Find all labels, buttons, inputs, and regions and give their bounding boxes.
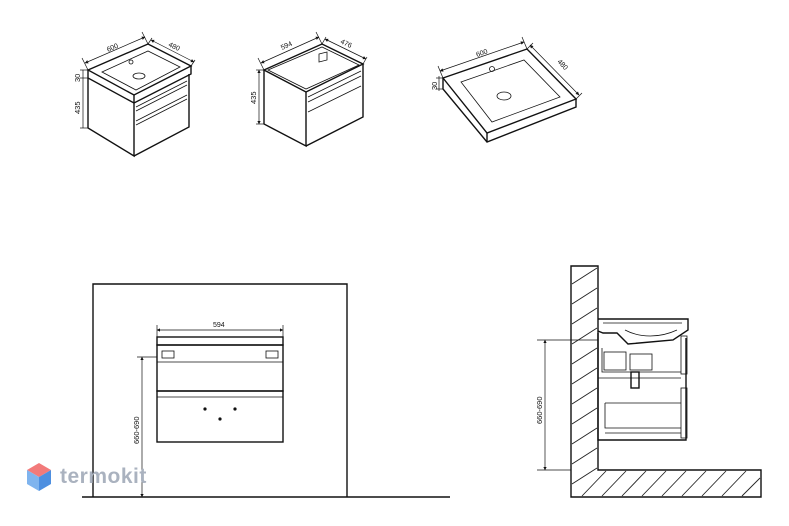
iso-basin-view: 600 480 30 bbox=[430, 36, 583, 143]
iso-vanity-top-height-label: 30 bbox=[73, 74, 82, 82]
iso-vanity-view: 600 480 30 435 bbox=[73, 31, 196, 158]
iso-vanity-height-label: 435 bbox=[73, 101, 82, 114]
iso-cabinet-height-label: 435 bbox=[249, 91, 258, 104]
front-mount-height-label: 660-690 bbox=[132, 416, 141, 444]
side-section-view: 660-690 bbox=[535, 265, 762, 498]
iso-vanity-depth-label: 480 bbox=[167, 42, 181, 53]
brand-name: termokit bbox=[60, 465, 147, 488]
termokit-cube-icon bbox=[27, 463, 51, 491]
iso-cabinet-width-label: 594 bbox=[280, 41, 294, 52]
iso-cabinet-depth-label: 476 bbox=[339, 39, 353, 50]
brand-logo[interactable]: termokit bbox=[26, 462, 147, 492]
front-elevation-view: 594 660-690 bbox=[82, 283, 450, 498]
wall-hatch bbox=[571, 267, 761, 497]
front-width-label: 594 bbox=[213, 322, 225, 329]
iso-vanity-width-label: 600 bbox=[106, 43, 120, 54]
iso-cabinet-view: 594 476 435 bbox=[249, 31, 368, 148]
iso-basin-depth-label: 480 bbox=[556, 59, 569, 72]
side-mount-height-label: 660-690 bbox=[535, 396, 544, 424]
iso-basin-width-label: 600 bbox=[475, 48, 488, 58]
iso-basin-height-label: 30 bbox=[430, 82, 439, 90]
